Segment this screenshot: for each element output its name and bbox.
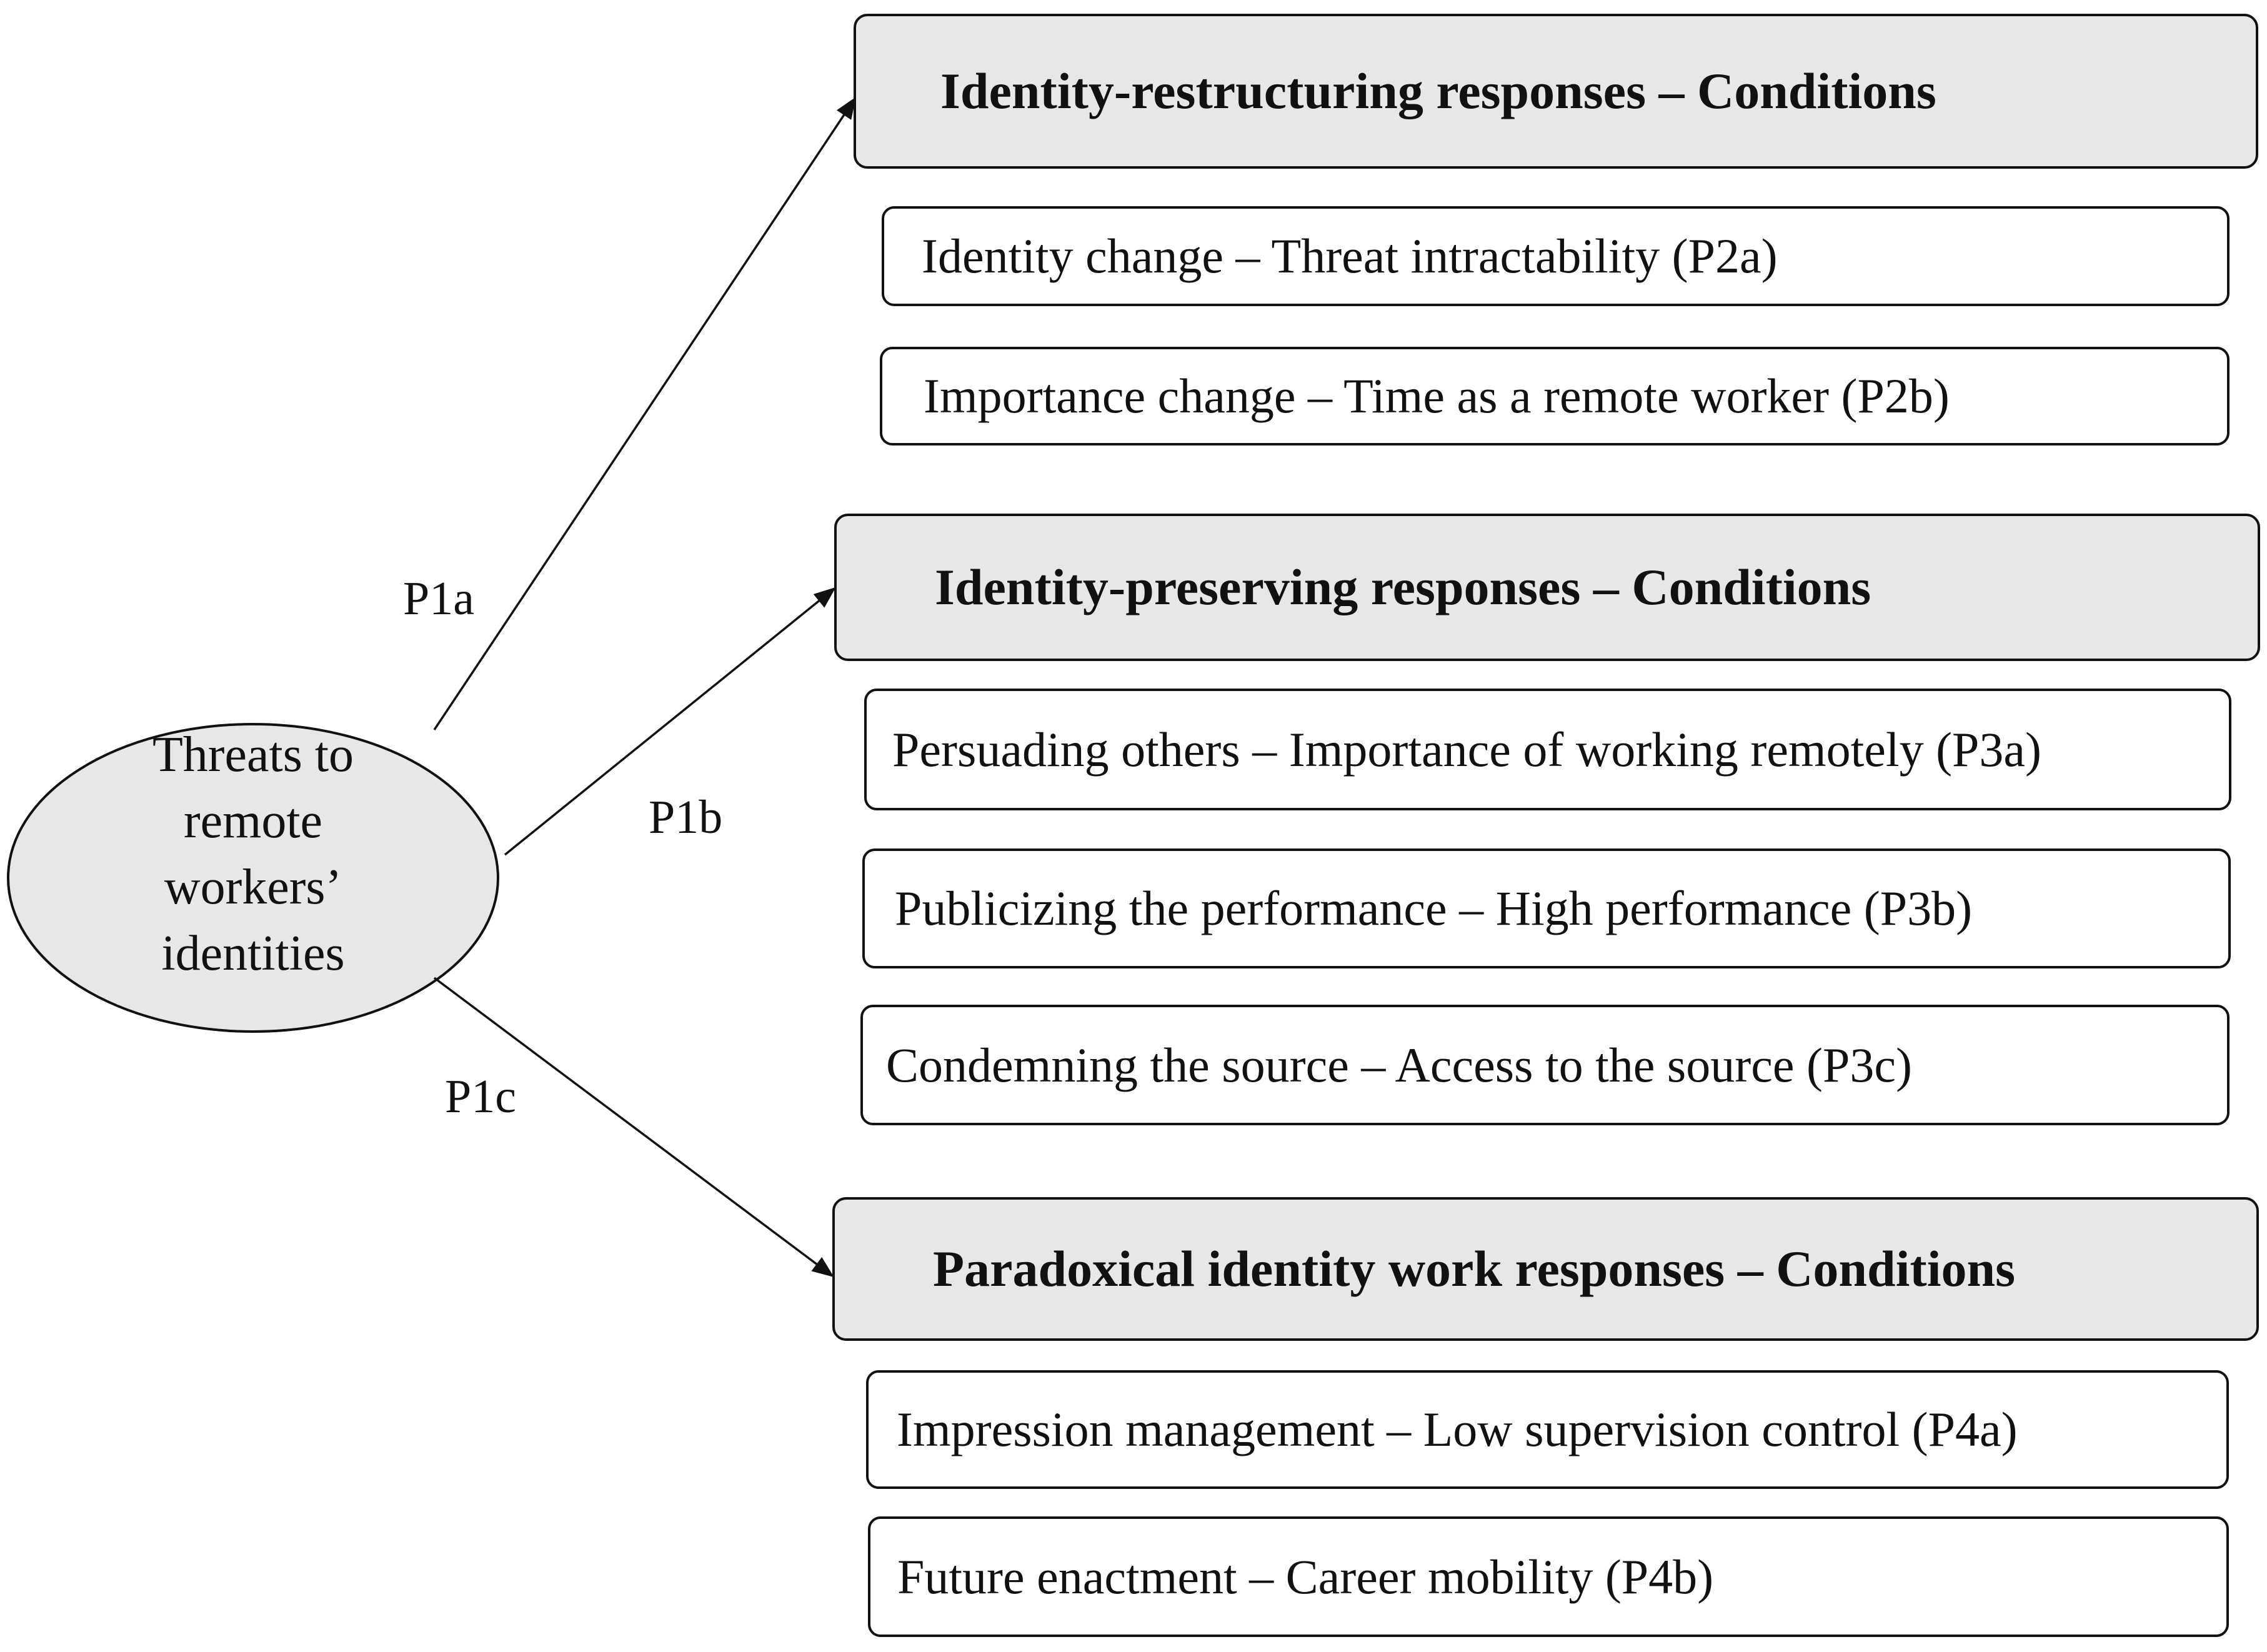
condition-item-label: Persuading others – Importance of workin… (892, 722, 2042, 777)
edge-label-p1a: P1a (403, 572, 474, 625)
group-header-identity-restructuring: Identity-restructuring responses – Condi… (854, 14, 2258, 169)
condition-item-label: Identity change – Threat intractability … (922, 229, 1778, 283)
condition-item-p4b: Future enactment – Career mobility (P4b) (868, 1516, 2229, 1637)
condition-item-p4a: Impression management – Low supervision … (866, 1370, 2229, 1489)
edge-p1a-arrow (433, 97, 856, 730)
root-node-label: Threats to remote workers’ identities (19, 722, 487, 987)
root-label-line-4: identities (161, 926, 345, 981)
root-label-line-1: Threats to (152, 727, 354, 782)
group-header-paradoxical-identity-work: Paradoxical identity work responses – Co… (832, 1197, 2259, 1341)
condition-item-label: Importance change – Time as a remote wor… (924, 369, 1950, 423)
group-header-label: Paradoxical identity work responses – Co… (933, 1240, 2016, 1297)
root-label-line-3: workers’ (164, 860, 342, 915)
condition-item-label: Impression management – Low supervision … (897, 1402, 2018, 1456)
root-node-ellipse (7, 723, 499, 1033)
root-label-line-2: remote (183, 794, 323, 848)
condition-item-label: Condemning the source – Access to the so… (886, 1037, 1912, 1092)
condition-item-label: Future enactment – Career mobility (P4b) (897, 1549, 1714, 1604)
group-header-label: Identity-restructuring responses – Condi… (940, 62, 1936, 119)
edge-p1b-arrow (504, 587, 836, 856)
condition-item-p3a: Persuading others – Importance of workin… (864, 689, 2231, 810)
condition-item-p2a: Identity change – Threat intractability … (882, 206, 2230, 306)
group-header-label: Identity-preserving responses – Conditio… (935, 559, 1871, 615)
edge-p1c-arrow (433, 977, 834, 1278)
condition-item-p3b: Publicizing the performance – High perfo… (862, 848, 2231, 968)
edge-label-p1b: P1b (649, 791, 723, 843)
edge-label-p1c: P1c (445, 1070, 516, 1123)
condition-item-label: Publicizing the performance – High perfo… (895, 881, 1973, 935)
condition-item-p2b: Importance change – Time as a remote wor… (880, 347, 2230, 445)
group-header-identity-preserving: Identity-preserving responses – Conditio… (834, 514, 2260, 661)
condition-item-p3c: Condemning the source – Access to the so… (860, 1005, 2230, 1125)
